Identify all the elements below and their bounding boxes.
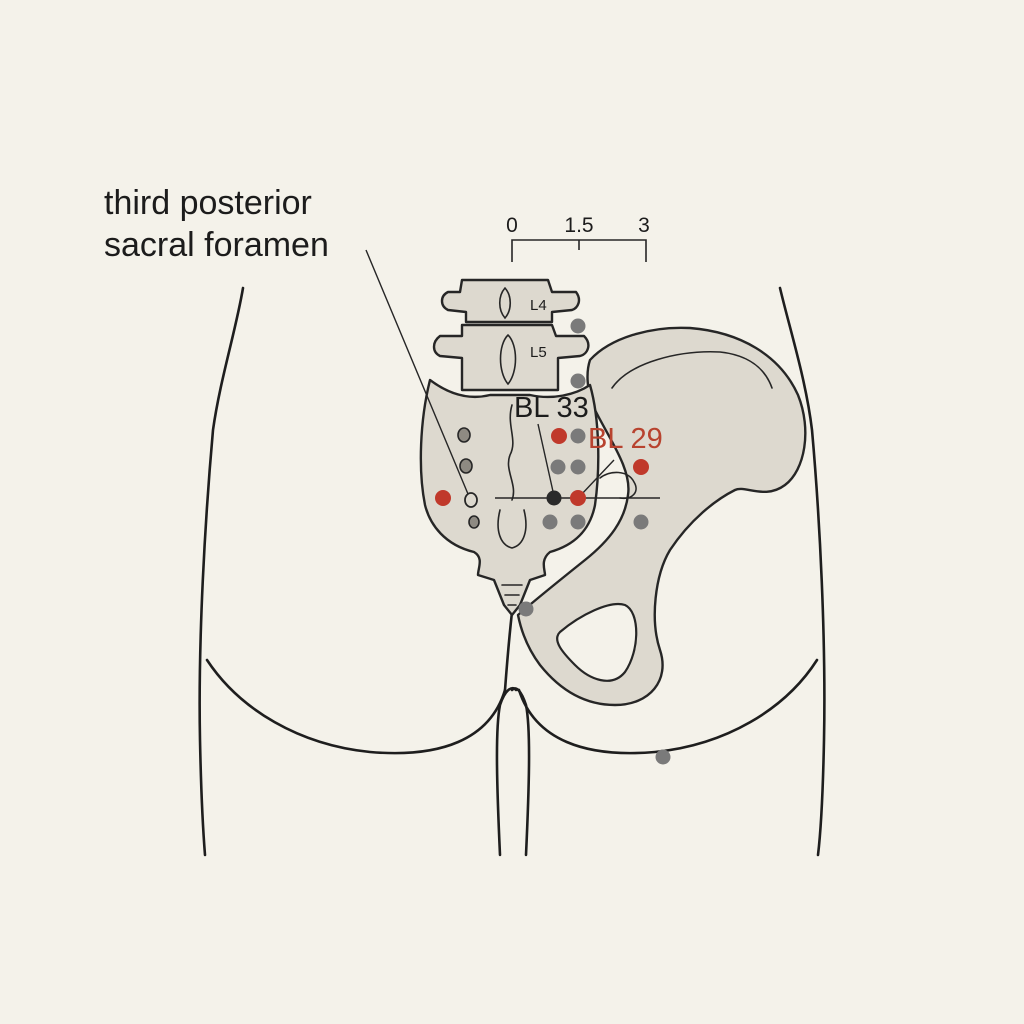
acupoint-marker (550, 459, 566, 475)
gluteal-cleft (503, 610, 514, 692)
acupoint-marker-highlight (435, 490, 451, 506)
left-inner-thigh (495, 686, 518, 857)
scale-tick-3: 3 (638, 214, 650, 237)
left-buttock-fold (205, 658, 507, 755)
scale-tick-0: 0 (506, 214, 518, 237)
bl29-point (570, 490, 586, 506)
bl29-label: BL 29 (588, 423, 663, 455)
acupoint-marker (570, 318, 586, 334)
acupoint-marker (518, 601, 534, 617)
acupoint-marker (570, 459, 586, 475)
scale-bar: 0 1.5 3 (506, 214, 650, 262)
second-sacral-foramen (459, 458, 473, 474)
coccyx (501, 584, 523, 606)
right-inner-thigh (510, 687, 531, 857)
ilium (516, 326, 807, 707)
body-outline (198, 286, 826, 857)
acupoint-marker (542, 514, 558, 530)
left-hip-contour (198, 286, 245, 857)
acupoint-marker (633, 514, 649, 530)
right-hip-contour (778, 286, 826, 857)
l4-spinous-process (498, 287, 512, 320)
third-sacral-foramen (464, 492, 478, 508)
l5-spinous-process (499, 334, 517, 386)
fourth-sacral-foramen (468, 515, 480, 529)
median-sacral-crest (507, 404, 515, 501)
acupoint-marker (570, 514, 586, 530)
first-sacral-foramen (457, 427, 471, 443)
acupoint-marker (570, 373, 586, 389)
annotation-line-2: sacral foramen (104, 226, 329, 264)
acupoint-marker-highlight (633, 459, 649, 475)
vertebra-label-l4: L4 (530, 297, 547, 314)
highlighted-points (435, 428, 649, 506)
bl33-point (546, 490, 562, 506)
foramen-leader-line (365, 249, 469, 495)
neutral-points (518, 318, 671, 765)
acupoint-marker (570, 428, 586, 444)
iliac-crest-line (611, 350, 773, 389)
vertebra-l5 (432, 323, 590, 392)
bl29-leader-line (579, 459, 615, 497)
obturator-foramen (556, 602, 638, 682)
acupoint-marker-highlight (551, 428, 567, 444)
vertebra-label-l5: L5 (530, 344, 547, 361)
sacral-hiatus (497, 509, 527, 549)
right-buttock-fold (517, 658, 819, 755)
acupoint-marker (655, 749, 671, 765)
scale-tick-1-5: 1.5 (564, 214, 593, 237)
annotation-line-1: third posterior (104, 184, 312, 222)
bl33-leader-line (537, 423, 555, 497)
ilium-shape (516, 326, 807, 707)
bl33-label: BL 33 (514, 392, 589, 424)
lumbar-vertebrae (432, 278, 590, 392)
